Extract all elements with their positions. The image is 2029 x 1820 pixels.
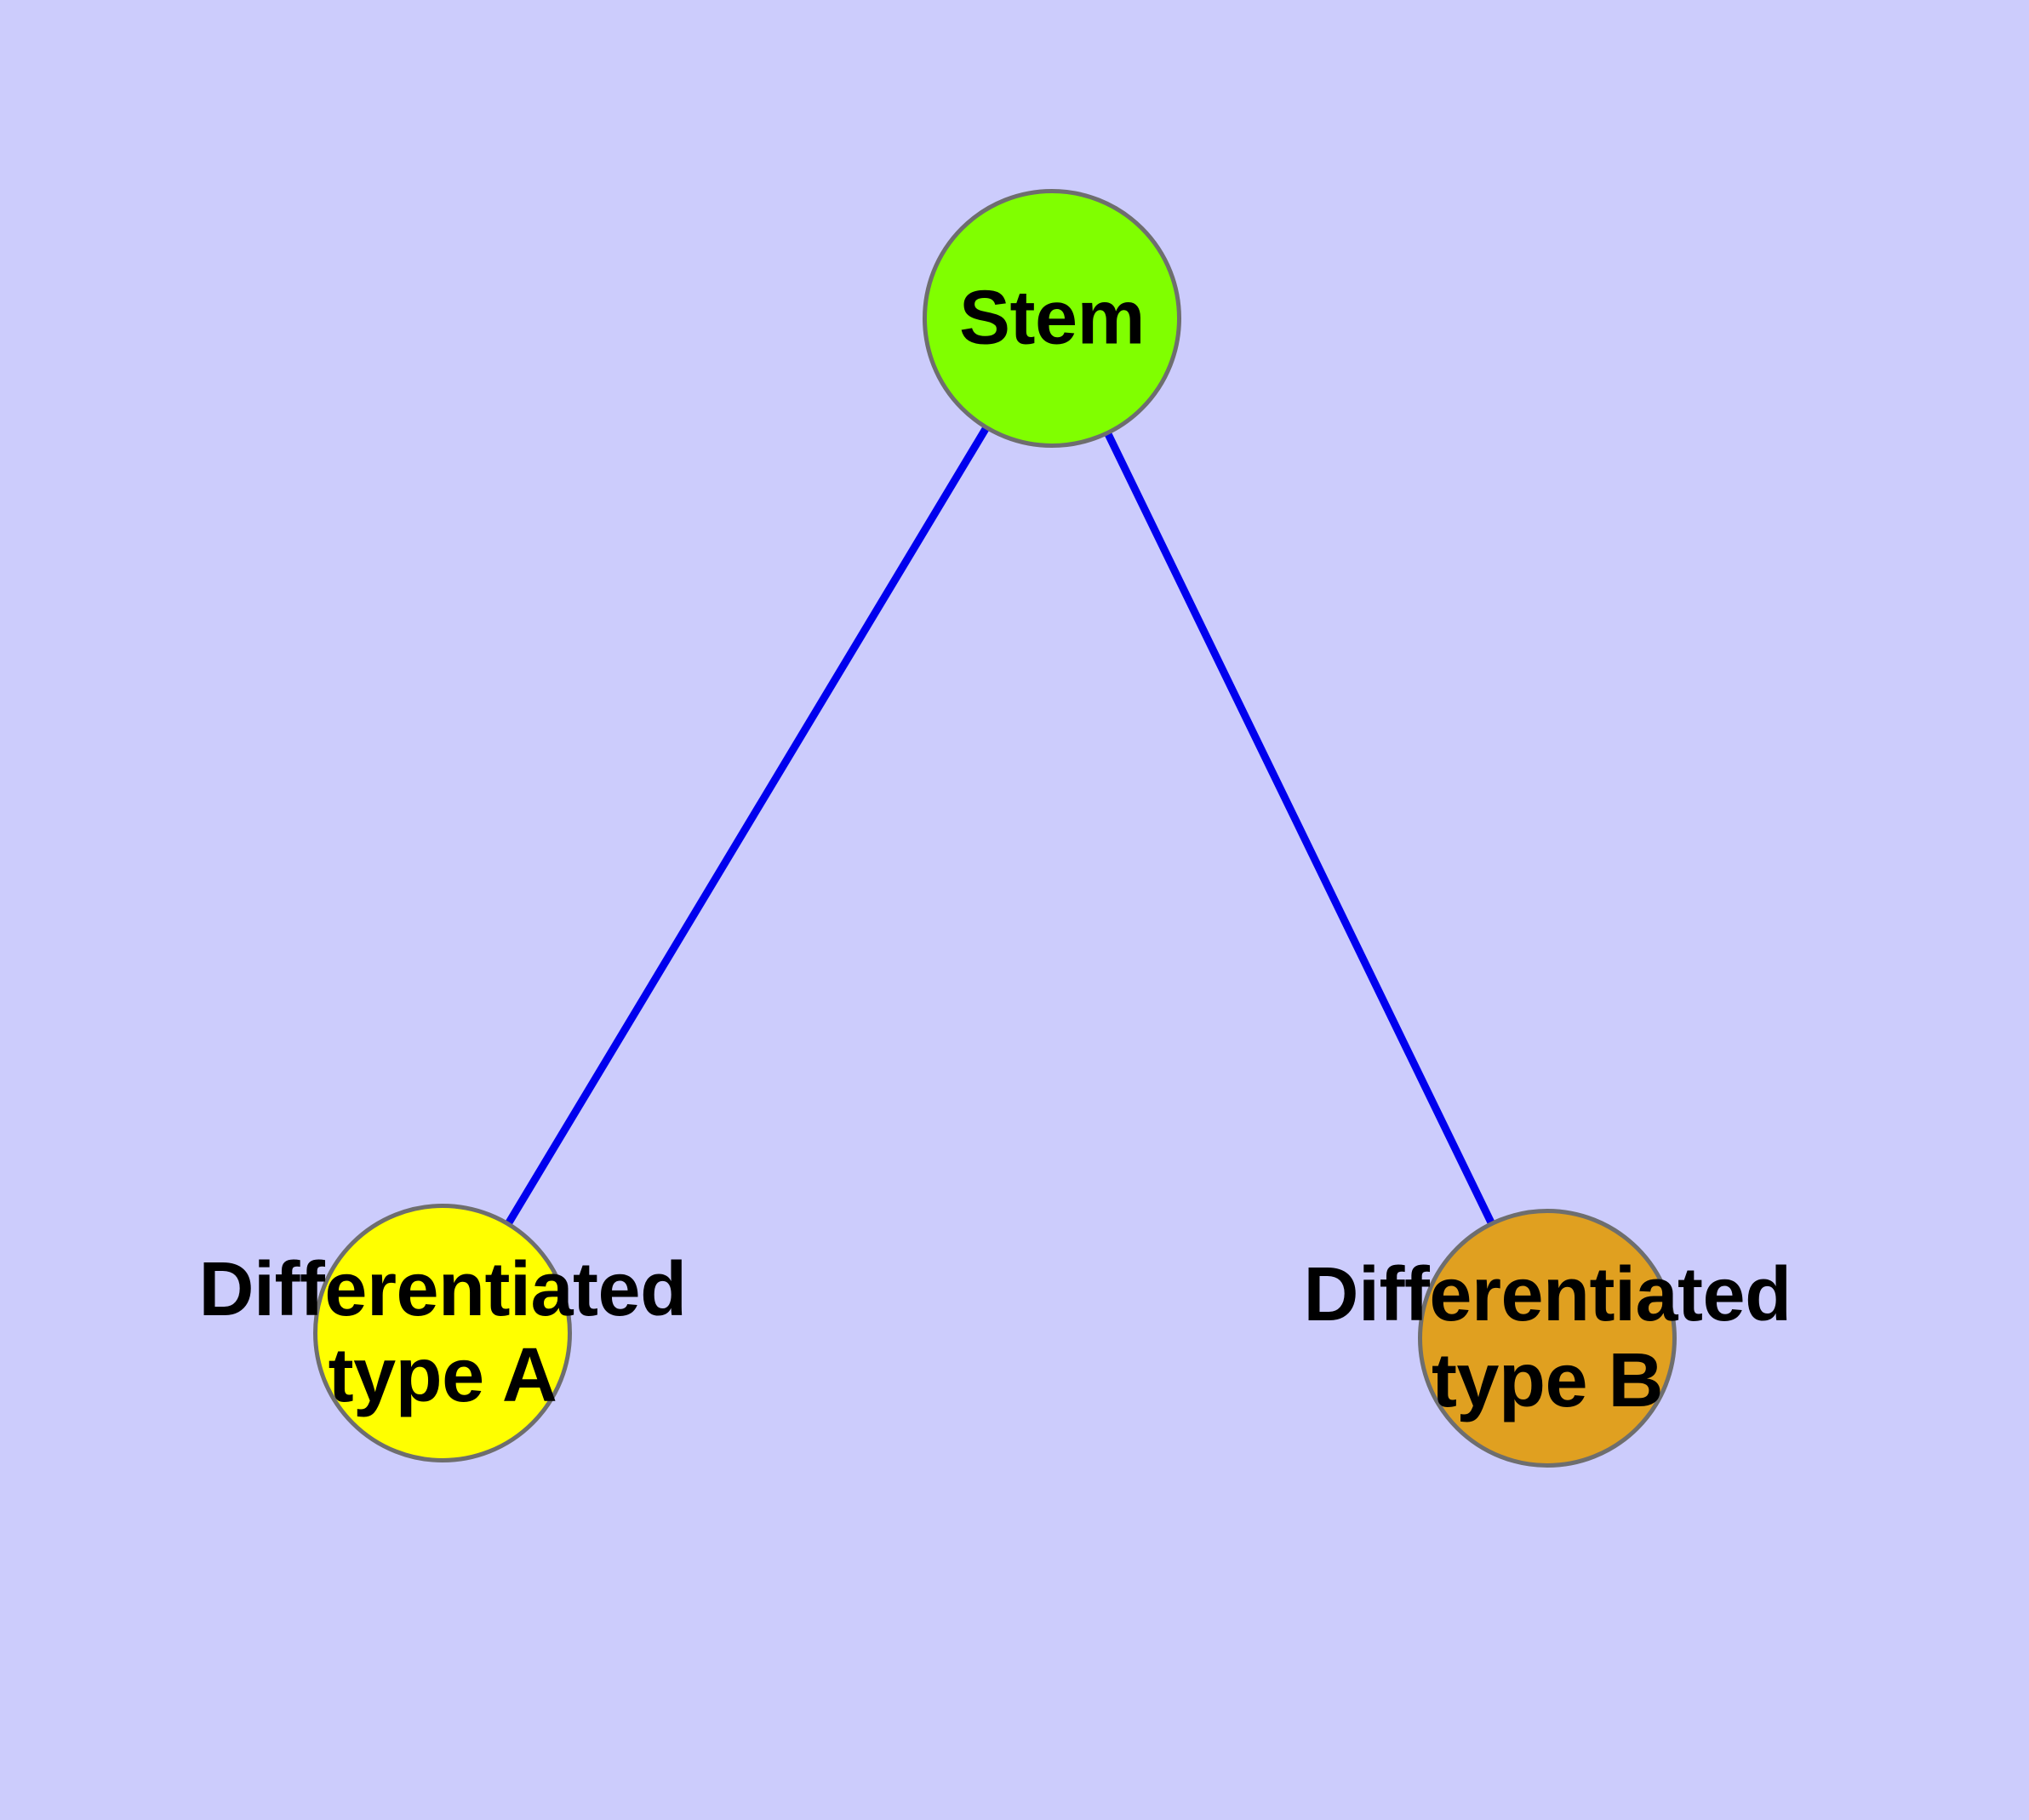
node-stem[interactable]	[923, 189, 1181, 448]
node-differentiated-type-a[interactable]	[313, 1204, 572, 1462]
node-differentiated-type-b-label: Differentiated type B	[1303, 1252, 1792, 1423]
node-differentiated-type-b[interactable]	[1418, 1209, 1677, 1468]
node-differentiated-type-a-label: Differentiated type A	[198, 1247, 687, 1418]
edge-stem-to-differentiated-type-b[interactable]	[1048, 317, 1552, 1340]
edge-stem-to-differentiated-type-a[interactable]	[439, 316, 1055, 1336]
node-stem-label: Stem	[958, 275, 1146, 361]
